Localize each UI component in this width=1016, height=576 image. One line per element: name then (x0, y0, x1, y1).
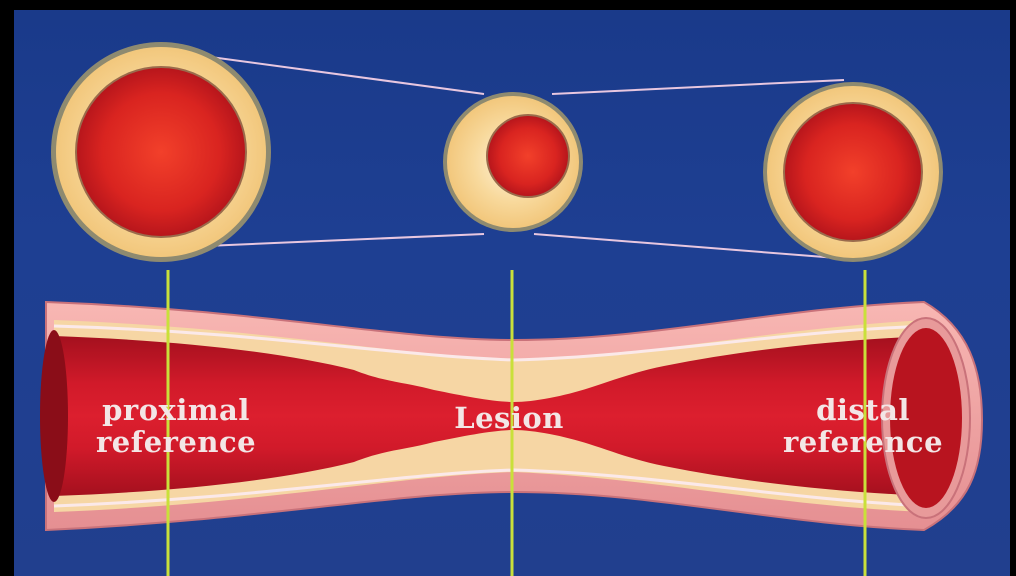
diagram-canvas: proximal reference Lesion distal referen… (14, 10, 1010, 576)
lesion-label: Lesion (434, 402, 584, 434)
proximal-label-line1: proximal (96, 394, 256, 426)
proximal-reference-label: proximal reference (96, 394, 256, 458)
proximal-label-line2: reference (96, 426, 256, 458)
proximal-cross-section (51, 42, 271, 262)
distal-label-line2: reference (778, 426, 948, 458)
distal-label-line1: distal (778, 394, 948, 426)
lesion-cross-section (443, 92, 583, 232)
distal-cross-section (763, 82, 943, 262)
artery-diagram (14, 10, 1010, 576)
distal-reference-label: distal reference (778, 394, 948, 458)
